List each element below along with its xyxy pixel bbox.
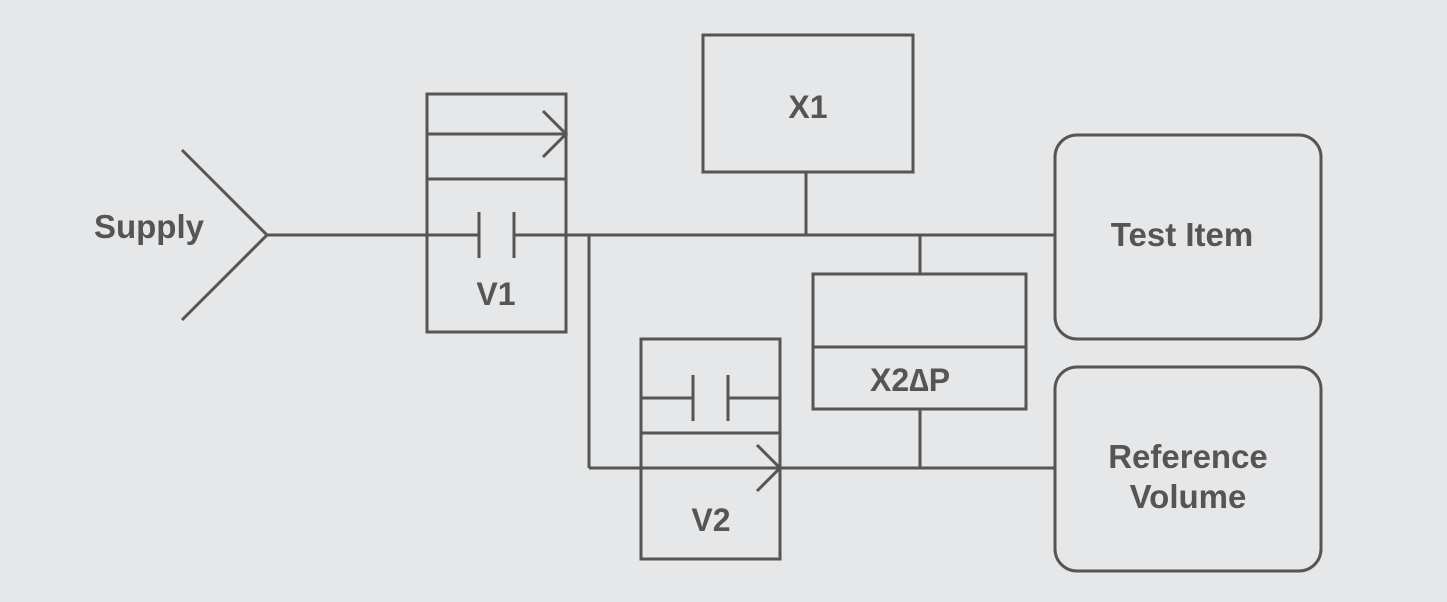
sensor-x2-label: X2∆P	[870, 362, 950, 398]
valve-v1-label: V1	[476, 276, 515, 312]
valve-v2: V2	[639, 337, 783, 561]
sensor-x2: X2∆P	[811, 272, 1028, 411]
test-item-label: Test Item	[1111, 216, 1253, 253]
sensor-x1-label: X1	[788, 89, 827, 125]
sensor-x1-box	[701, 33, 915, 174]
reference-volume-box	[1053, 365, 1323, 573]
test-item-box	[1053, 133, 1323, 341]
supply-label: Supply	[94, 208, 205, 245]
reference-volume: Reference Volume	[1053, 365, 1323, 573]
sensor-x1: X1	[701, 33, 915, 174]
test-item: Test Item	[1053, 133, 1323, 341]
valve-v1: V1	[425, 92, 569, 334]
valve-v1-arrow-head-icon	[541, 109, 569, 159]
piping	[180, 148, 1055, 470]
valve-v2-label: V2	[691, 502, 730, 538]
reference-volume-label-line2: Volume	[1130, 478, 1247, 515]
reference-volume-label-line1: Reference	[1108, 438, 1268, 475]
sensor-x2-box	[811, 272, 1028, 411]
valve-v2-body	[639, 337, 782, 561]
valve-v2-arrow-head-icon	[755, 443, 783, 493]
